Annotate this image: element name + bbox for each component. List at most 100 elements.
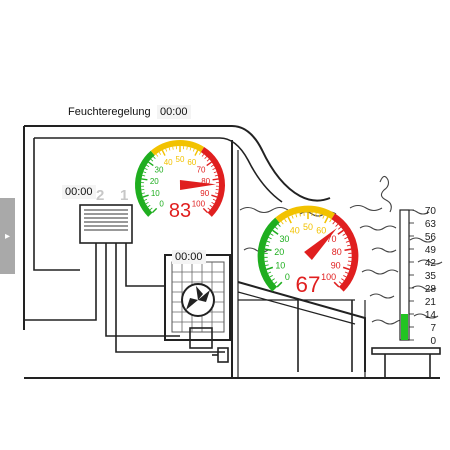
gauge-tick <box>271 278 275 281</box>
gauge-2-red-arc <box>331 213 359 292</box>
gauge-tick <box>144 198 148 201</box>
gauge-tick <box>329 218 332 223</box>
gauge-tick <box>206 158 210 162</box>
gauge-2-needle <box>304 227 337 261</box>
gauge-tick <box>211 201 215 205</box>
gauge-tick <box>270 233 274 236</box>
gauge-1-green-arc <box>135 150 155 217</box>
level-bar-tick-label: 28 <box>425 284 437 295</box>
gauge-tick <box>148 161 154 167</box>
fan-time-display: 00:00 <box>172 250 206 264</box>
gauge-tick <box>265 244 270 247</box>
gauge-tick-label: 100 <box>192 199 206 208</box>
gauge-tick <box>284 218 287 223</box>
gauge-tick <box>151 207 158 214</box>
gauge-tick <box>207 207 211 211</box>
gauge-tick <box>210 164 214 168</box>
gauge-1-red-arc <box>200 147 225 217</box>
gauge-tick <box>213 171 217 174</box>
gauge-1-ticks <box>141 146 219 214</box>
gauge-tick <box>211 194 218 198</box>
gauge-tick <box>209 204 213 208</box>
gauge-tick <box>155 153 159 157</box>
gauge-tick <box>277 223 281 227</box>
level-bar-tick-label: 70 <box>425 206 437 217</box>
gauge-tick <box>265 264 269 266</box>
gauge-tick <box>215 192 219 194</box>
gauge-tick <box>150 158 154 162</box>
gauge-tick <box>186 146 188 150</box>
gauge-tick <box>287 216 292 224</box>
gauge-tick <box>335 223 339 227</box>
level-bar-tick-label: 49 <box>425 245 437 256</box>
gauge-tick <box>267 271 272 274</box>
gauge-tick <box>141 178 148 181</box>
level-bar-tick-label: 35 <box>425 271 437 282</box>
gauge-tick <box>291 215 294 219</box>
gauge-tick <box>343 275 347 278</box>
gauge-2-value: 67 <box>296 272 321 297</box>
gauge-tick <box>274 281 278 285</box>
gauge-tick <box>168 147 171 151</box>
gauge-tick-label: 30 <box>155 166 164 175</box>
gauge-tick-label: 60 <box>187 158 196 167</box>
gauge-tick-label: 100 <box>321 272 336 282</box>
gauge-tick <box>144 168 148 171</box>
gauge-tick-label: 20 <box>274 247 284 257</box>
gauge-tick <box>204 156 207 160</box>
gauge-tick-label: 50 <box>303 222 313 232</box>
gauge-tick <box>264 248 272 251</box>
controller-channel-2: 2 <box>96 187 105 204</box>
gauge-tick-label: 90 <box>331 260 341 270</box>
gauge-tick-label: 90 <box>200 189 209 198</box>
level-bar-tick-label: 63 <box>425 219 437 230</box>
gauge-tick <box>332 221 336 225</box>
gauge-tick <box>338 281 342 285</box>
gauge-tick <box>266 240 271 243</box>
gauge-tick <box>147 204 151 208</box>
gauge-tick <box>145 201 149 205</box>
gauge-tick <box>344 236 348 240</box>
gauge-tick <box>324 216 329 224</box>
gauge-tick <box>172 146 174 150</box>
gauge-tick <box>342 233 346 236</box>
gauge-tick <box>201 153 205 157</box>
gauge-tick <box>274 226 279 230</box>
gauge-tick-label: 70 <box>327 234 337 244</box>
gauge-tick <box>272 229 279 235</box>
gauge-tick-label: 50 <box>176 155 185 164</box>
gauge-tick <box>322 215 325 219</box>
gauge-tick <box>212 168 216 171</box>
gauge-tick <box>315 213 317 217</box>
gauge-1-yellow-arc <box>150 140 205 156</box>
gauge-tick <box>344 271 349 274</box>
gauge-tick <box>333 281 340 288</box>
gauge-tick <box>142 174 146 177</box>
gauge-tick <box>142 194 149 198</box>
gauge-tick-label: 0 <box>159 199 164 208</box>
gauge-tick-label: 30 <box>279 234 289 244</box>
gauge-tick <box>337 229 344 235</box>
gauge-tick <box>276 281 283 288</box>
controller-channel-1: 1 <box>120 187 129 204</box>
level-bar-tick-label: 7 <box>430 323 436 334</box>
gauge-tick <box>198 151 202 155</box>
gauge-tick <box>280 221 284 225</box>
side-panel-toggle[interactable]: ▸ <box>0 198 15 274</box>
gauge-tick-label: 70 <box>197 166 206 175</box>
gauge-2-ticks <box>264 212 352 288</box>
gauge-tick <box>153 156 156 160</box>
gauge-tick <box>269 275 273 278</box>
level-bar-tick-label: 42 <box>425 258 437 269</box>
gauge-tick <box>143 171 147 174</box>
gauge-tick-label: 40 <box>290 225 300 235</box>
gauge-tick <box>202 207 209 214</box>
chevron-right-icon: ▸ <box>4 230 11 242</box>
gauge-tick <box>146 164 150 168</box>
main-time-display: 00:00 <box>157 105 191 119</box>
